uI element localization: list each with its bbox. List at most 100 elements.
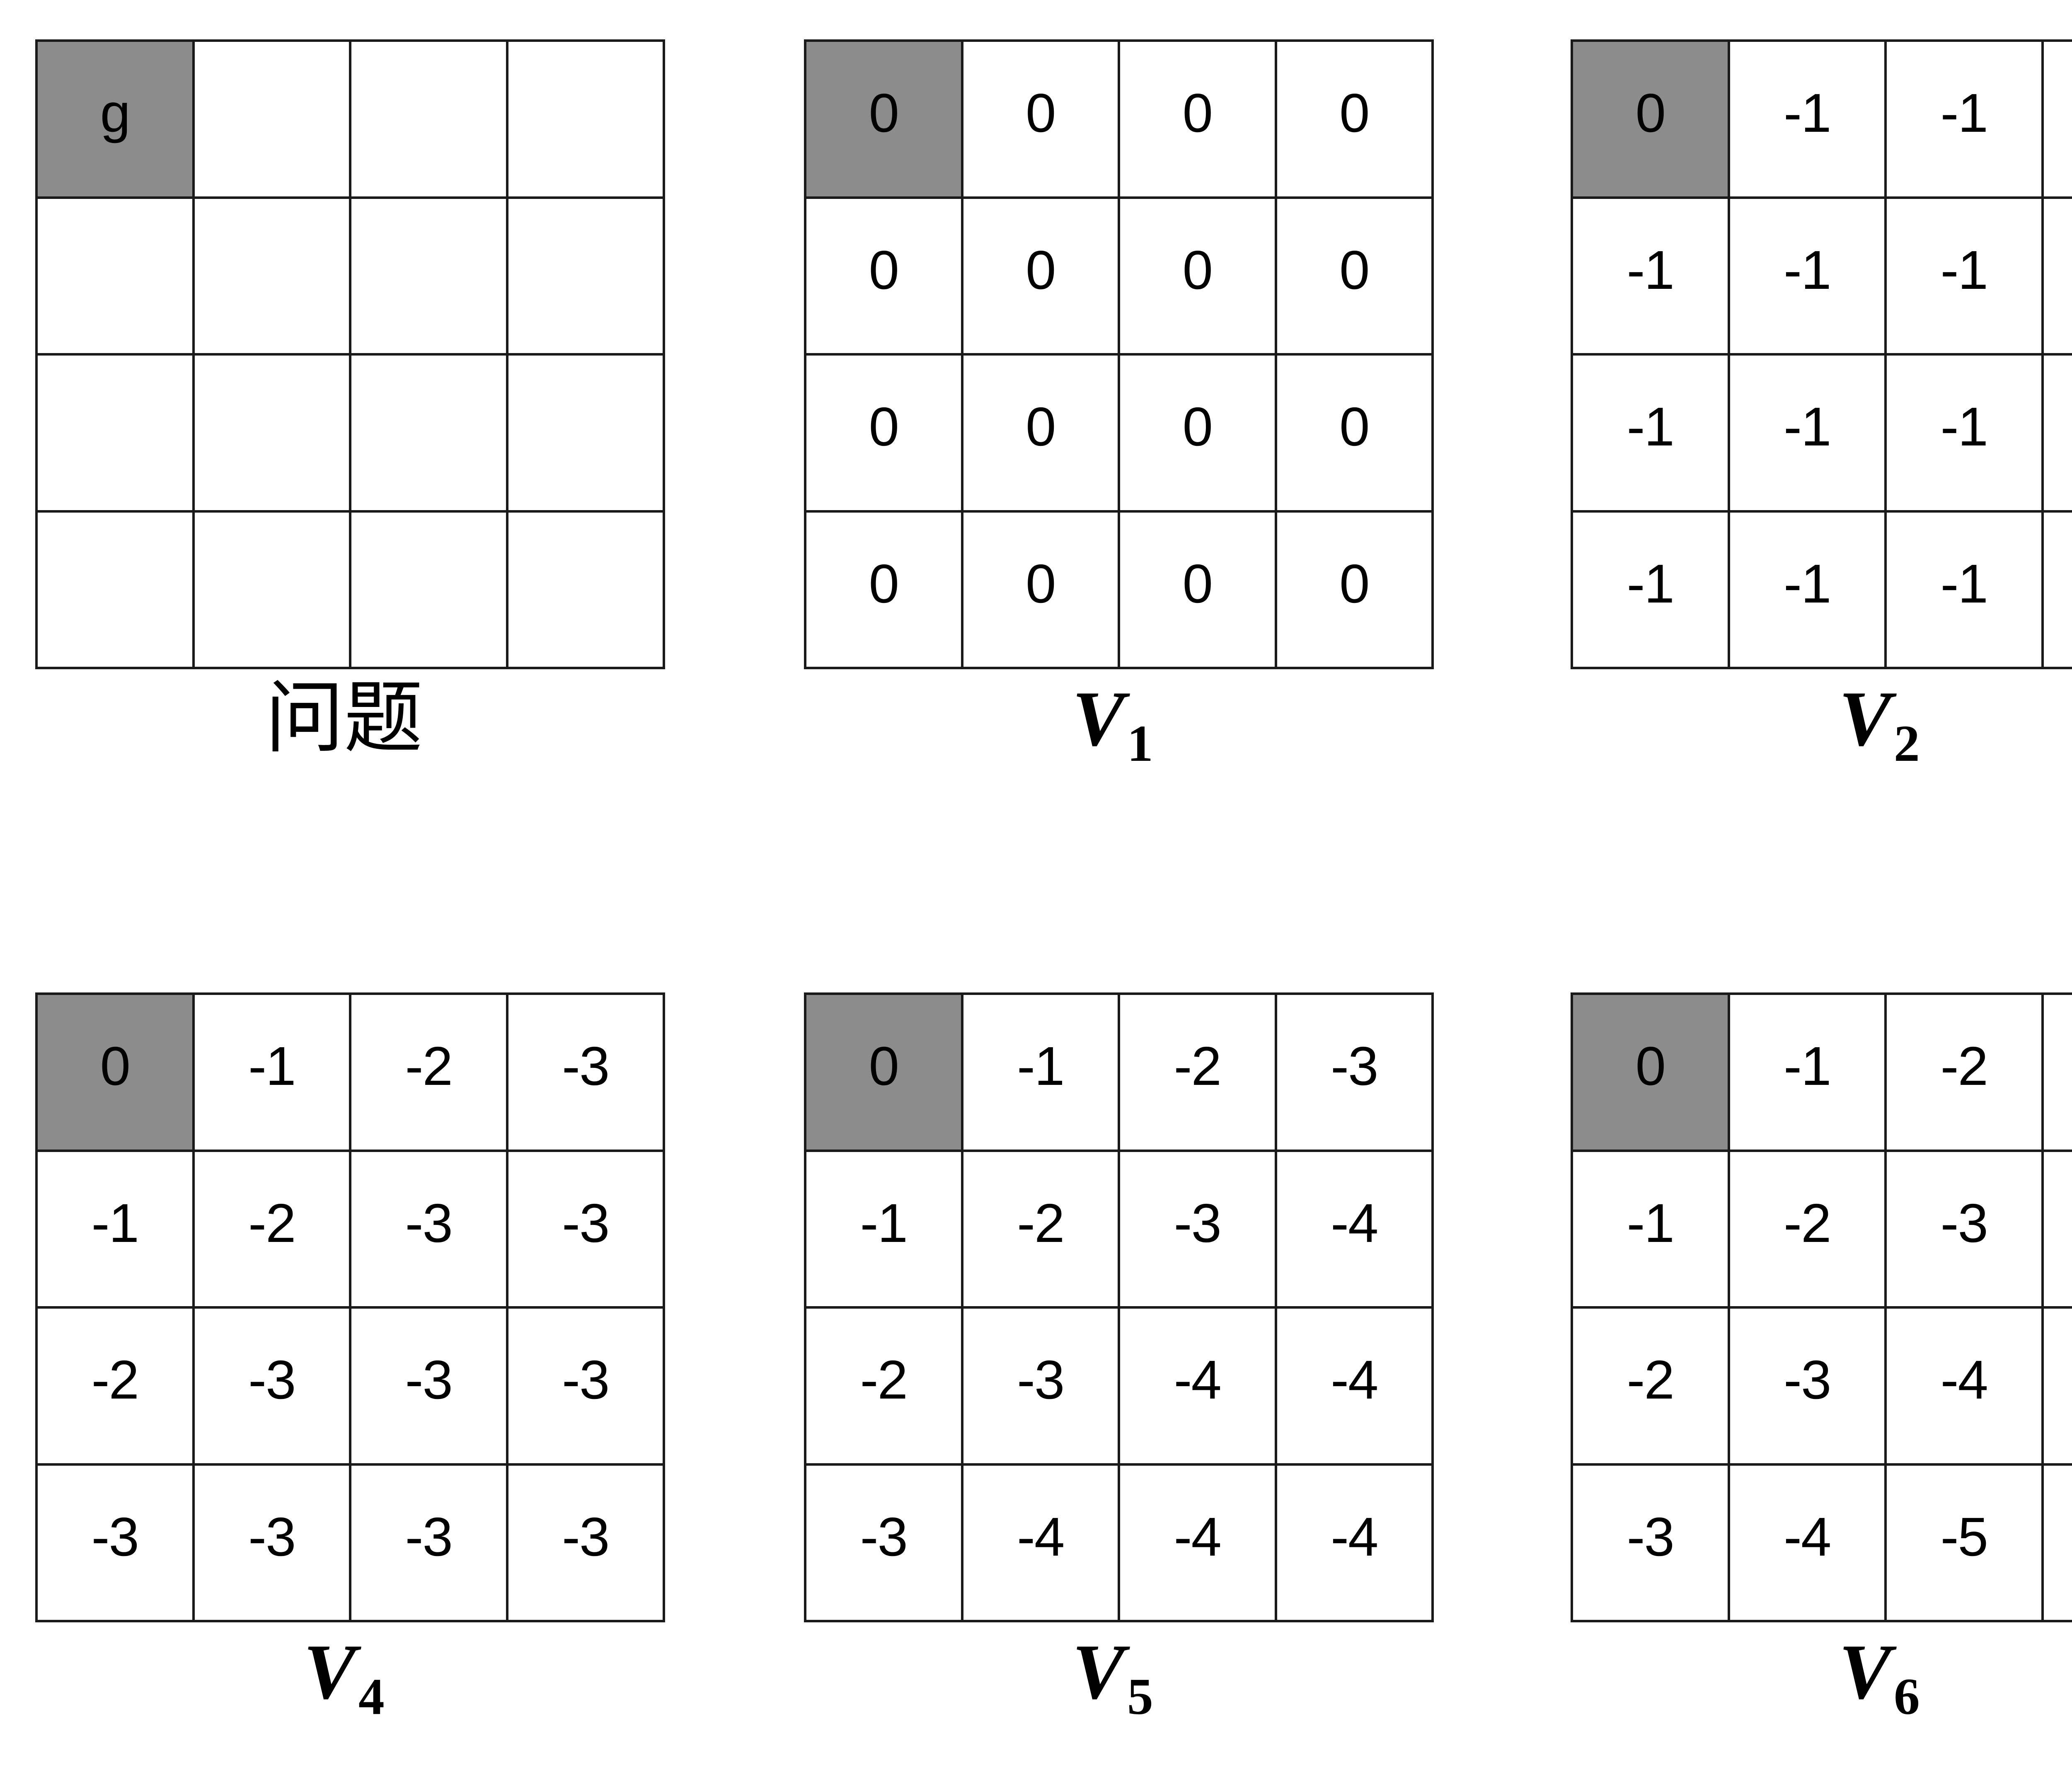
grid-cell[interactable] (192, 196, 351, 356)
grid-cell[interactable]: -1 (2041, 39, 2072, 199)
grid-cell[interactable]: 0 (804, 196, 963, 356)
grid-cell[interactable]: -1 (1571, 353, 1730, 513)
grid-cell[interactable]: -2 (1118, 992, 1277, 1152)
grid-cell[interactable]: -2 (1727, 1149, 1887, 1309)
grid-cell[interactable]: -5 (1884, 1463, 2044, 1622)
grid-cell[interactable]: -1 (192, 992, 351, 1152)
grid-cell[interactable]: 0 (804, 510, 963, 669)
grid-cell[interactable]: -3 (1118, 1149, 1277, 1309)
grid-cell[interactable]: -1 (1884, 510, 2044, 669)
grid-cell[interactable]: -3 (2041, 992, 2072, 1152)
grid-cell[interactable]: -1 (1884, 196, 2044, 356)
grid-cell[interactable]: -4 (1274, 1463, 1434, 1622)
grid-cell[interactable]: -1 (2041, 196, 2072, 356)
grid-cell[interactable]: -3 (804, 1463, 963, 1622)
grid-cell[interactable]: -5 (2041, 1463, 2072, 1622)
grid-cell[interactable]: -4 (1727, 1463, 1887, 1622)
grid-cell[interactable]: -4 (1118, 1463, 1277, 1622)
grid-cell-terminal[interactable]: 0 (1571, 992, 1730, 1152)
grid-cell[interactable]: -3 (1571, 1463, 1730, 1622)
grid-cell[interactable]: -2 (35, 1306, 195, 1466)
grid-cell[interactable]: -1 (1727, 992, 1887, 1152)
grid-cell[interactable]: 0 (1274, 510, 1434, 669)
grid-cell[interactable]: 0 (804, 353, 963, 513)
grid-cell[interactable]: -1 (1571, 1149, 1730, 1309)
grid-cell[interactable]: 0 (1274, 39, 1434, 199)
grid-cell[interactable]: -4 (1118, 1306, 1277, 1466)
grid-cell[interactable]: 0 (1118, 510, 1277, 669)
grid-cell[interactable] (349, 510, 508, 669)
grid-cell[interactable]: 0 (1274, 196, 1434, 356)
grid-cell[interactable]: -2 (1884, 992, 2044, 1152)
grid-cell[interactable]: -3 (1884, 1149, 2044, 1309)
grid-cell[interactable]: -3 (35, 1463, 195, 1622)
grid-cell[interactable]: -3 (506, 1463, 665, 1622)
grid-cell[interactable] (192, 39, 351, 199)
grid-cell[interactable]: -3 (192, 1463, 351, 1622)
grid-cell[interactable]: -1 (1571, 196, 1730, 356)
grid-cell-terminal[interactable]: g (35, 39, 195, 199)
grid-cell[interactable]: -4 (1274, 1149, 1434, 1309)
grid-cell[interactable]: -3 (506, 1306, 665, 1466)
grid-cell[interactable]: -4 (2041, 1149, 2072, 1309)
grid-cell-terminal[interactable]: 0 (804, 992, 963, 1152)
grid-cell[interactable]: -1 (1727, 196, 1887, 356)
grid-cell[interactable]: -3 (192, 1306, 351, 1466)
grid-cell[interactable]: -3 (961, 1306, 1120, 1466)
grid-cell[interactable]: -1 (1884, 353, 2044, 513)
grid-cell[interactable]: -2 (192, 1149, 351, 1309)
grid-cell[interactable]: 0 (961, 39, 1120, 199)
grid-cell[interactable]: 0 (961, 353, 1120, 513)
grid-cell[interactable]: -4 (1274, 1306, 1434, 1466)
grid-cell[interactable]: 0 (1274, 353, 1434, 513)
grid-cell[interactable]: -4 (961, 1463, 1120, 1622)
grid-cell[interactable]: -3 (506, 1149, 665, 1309)
grid-cell[interactable]: -5 (2041, 1306, 2072, 1466)
grid-cell-terminal[interactable]: 0 (804, 39, 963, 199)
grid-cell-terminal[interactable]: 0 (35, 992, 195, 1152)
grid-cell[interactable] (506, 196, 665, 356)
grid-cell[interactable] (349, 196, 508, 356)
grid-cell[interactable]: -3 (506, 992, 665, 1152)
grid-cell[interactable]: -1 (1571, 510, 1730, 669)
grid-cell[interactable] (35, 353, 195, 513)
grid-cell[interactable]: 0 (1118, 39, 1277, 199)
grid-cell[interactable]: -1 (2041, 510, 2072, 669)
grid-cell[interactable]: -2 (804, 1306, 963, 1466)
value-grid-v4: 0-1-2-3-1-2-3-3-2-3-3-3-3-3-3-3 (35, 992, 665, 1622)
grid-cell-terminal[interactable]: 0 (1571, 39, 1730, 199)
grid-cell[interactable] (192, 353, 351, 513)
grid-cell-value: -3 (562, 1192, 610, 1254)
grid-cell[interactable]: -1 (804, 1149, 963, 1309)
grid-cell[interactable]: -3 (1727, 1306, 1887, 1466)
grid-cell[interactable]: -2 (1571, 1306, 1730, 1466)
grid-cell[interactable] (349, 39, 508, 199)
grid-cell[interactable]: 0 (1118, 353, 1277, 513)
grid-cell[interactable] (349, 353, 508, 513)
grid-cell[interactable] (35, 196, 195, 356)
grid-cell[interactable]: -1 (961, 992, 1120, 1152)
grid-cell[interactable] (35, 510, 195, 669)
grid-cell[interactable]: -1 (1727, 39, 1887, 199)
grid-cell[interactable] (506, 39, 665, 199)
grid-cell[interactable]: -1 (1727, 510, 1887, 669)
grid-cell[interactable]: -3 (1274, 992, 1434, 1152)
grid-cell[interactable] (506, 353, 665, 513)
grid-cell[interactable]: -3 (349, 1463, 508, 1622)
grid-cell[interactable]: 0 (1118, 196, 1277, 356)
grid-cell[interactable]: -4 (1884, 1306, 2044, 1466)
grid-cell-value: -1 (2044, 86, 2072, 140)
grid-cell[interactable]: 0 (961, 196, 1120, 356)
grid-cell[interactable]: -3 (349, 1149, 508, 1309)
grid-cell[interactable]: -1 (1727, 353, 1887, 513)
grid-cell[interactable]: 0 (961, 510, 1120, 669)
grid-cell[interactable]: -1 (1884, 39, 2044, 199)
grid-cell[interactable]: -1 (35, 1149, 195, 1309)
grid-cell[interactable]: -2 (961, 1149, 1120, 1309)
grid-cell[interactable]: -1 (2041, 353, 2072, 513)
grid-cell-value: -4 (1331, 1192, 1378, 1254)
grid-cell[interactable] (192, 510, 351, 669)
grid-cell[interactable] (506, 510, 665, 669)
grid-cell[interactable]: -2 (349, 992, 508, 1152)
grid-cell[interactable]: -3 (349, 1306, 508, 1466)
